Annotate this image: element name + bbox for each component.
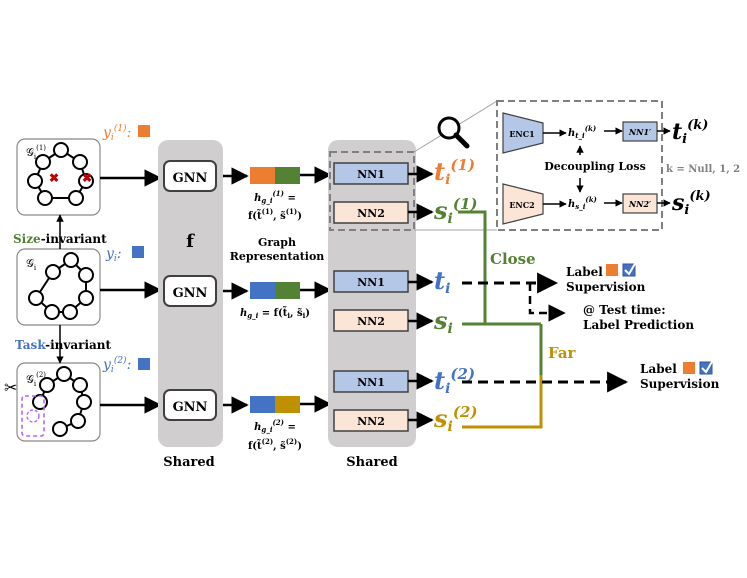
enc1-block (502, 112, 544, 154)
rep2-formula-line2: f(t̃(2), s̃(2)) (248, 437, 302, 452)
output-s1: si(1) (433, 195, 477, 227)
decoupled-output-s: si(k) (671, 189, 711, 218)
output-t1: ti(1) (434, 156, 475, 188)
checkbox-icon (699, 359, 714, 375)
decoupling-loss-label: Decoupling Loss (544, 160, 646, 173)
k-note: k = Null, 1, 2 (666, 164, 740, 175)
decoupled-output-t: ti(k) (672, 118, 708, 147)
enc1-label: ENC1 (509, 129, 534, 139)
task-invariant-label: Task-invariant (15, 338, 112, 352)
nn1-box-1: NN1 (357, 168, 385, 181)
graph-representation-caption-2: Representation (230, 250, 325, 263)
nn2-box-1: NN2 (357, 207, 385, 220)
heads-shared-label: Shared (346, 455, 397, 470)
label-supervision-1-label: Label (566, 265, 603, 279)
rep0-formula: hg_i = f(t̃i, s̃i) (240, 306, 310, 320)
magnifier-icon (437, 116, 470, 149)
label-supervision-2-label: Label (640, 362, 677, 376)
graph0-label: 𝒢i (26, 257, 37, 272)
checkbox-icon (622, 261, 637, 277)
size-invariant-label: Size-invariant (13, 232, 107, 246)
zoom-region (329, 151, 415, 231)
label-swatch-orange (606, 264, 618, 276)
label-swatch-orange-2 (683, 362, 695, 374)
y2-label: yi(2): (102, 355, 131, 375)
y1-label: yi(1): (102, 123, 131, 143)
rep1-formula-line1: hg_i(1) = (254, 189, 296, 205)
close-bracket (458, 210, 543, 375)
y2-color-swatch (138, 358, 150, 370)
graph-card-original: 𝒢i (16, 248, 101, 326)
enc2-block (502, 183, 544, 225)
nn1-box-2: NN1 (357, 276, 385, 289)
h-s-label: hs_i(k) (568, 195, 597, 211)
graph1-label: 𝒢i(1) (26, 144, 46, 161)
y0-label: yi: (105, 246, 122, 264)
nn1-prime-label: NN1′ (628, 127, 652, 137)
nn2-prime-label: NN2′ (628, 199, 652, 209)
graph2-label: 𝒢i(2) (26, 371, 46, 388)
output-s2: si(2) (433, 403, 477, 435)
decoupling-panel: ENC1 ENC2 ht_i(k) hs_i(k) NN1′ NN2′ Deco… (496, 100, 663, 231)
output-s0: si (433, 306, 453, 337)
nn2-box-3: NN2 (357, 415, 385, 428)
y0-color-swatch (132, 246, 144, 258)
close-label: Close (490, 250, 536, 268)
graph-card-task-augmented: ✂ 𝒢i(2) (4, 362, 101, 442)
enc2-label: ENC2 (509, 200, 534, 210)
y1-color-swatch (138, 125, 150, 137)
cross-mark-icon: ✖ (82, 171, 92, 185)
test-time-label: @ Test time: (583, 303, 666, 317)
encoder-f-label: f (186, 231, 195, 252)
nn2-box-2: NN2 (357, 315, 385, 328)
encoder-shared-label: Shared (163, 455, 214, 470)
representation-bar-0 (250, 282, 300, 299)
output-t2: ti(2) (434, 365, 475, 397)
output-t0: ti (434, 266, 450, 297)
shared-heads-panel: NN1 NN2 NN1 NN2 NN1 NN2 (328, 140, 416, 447)
shared-gnn-panel: GNN f GNN GNN (158, 140, 223, 447)
gnn-box-2: GNN (173, 286, 208, 301)
h-t-label: ht_i(k) (568, 124, 596, 140)
rep2-formula-line1: hg_i(2) = (254, 418, 296, 434)
supervision-2-label: Supervision (640, 377, 720, 391)
scissors-icon: ✂ (4, 378, 17, 397)
supervision-1-label: Supervision (566, 280, 646, 294)
test-time-arrow (528, 283, 566, 322)
nn1-box-3: NN1 (357, 376, 385, 389)
cross-mark-icon: ✖ (49, 171, 59, 185)
graph-representation-caption-1: Graph (258, 236, 296, 249)
label-prediction-label: Label Prediction (583, 318, 694, 332)
gnn-box-3: GNN (173, 400, 208, 415)
far-bracket (462, 375, 543, 429)
graph-card-size-augmented: ✖ ✖ 𝒢i(1) (16, 138, 101, 216)
representation-bar-2 (250, 396, 300, 413)
rep1-formula-line2: f(t̃(1), s̃(1)) (248, 207, 302, 222)
gnn-box-1: GNN (173, 171, 208, 186)
far-label: Far (548, 344, 577, 362)
representation-bar-1 (250, 167, 300, 184)
